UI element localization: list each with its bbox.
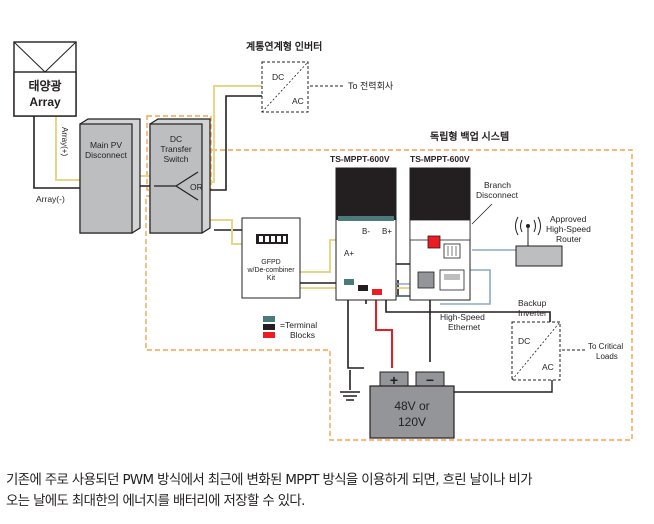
- standalone-system-boundary: [145, 149, 633, 441]
- terminal-legend-label-1: =Terminal: [280, 320, 317, 330]
- pv-array-label-ko: 태양광: [28, 78, 61, 93]
- b-minus-label: B-: [362, 227, 370, 236]
- grid-inverter-title: 계통연계형 인버터: [246, 40, 322, 53]
- backup-label-1: Backup: [518, 298, 547, 308]
- inverter-dc-label: DC: [272, 72, 284, 82]
- system-wiring-diagram: 태양광 Array Array(+) Array(-) Main PV Disc…: [13, 40, 633, 441]
- router-label-2: High-Speed: [546, 224, 591, 234]
- inverter-ac-label: AC: [292, 96, 304, 106]
- main-pv-label-1: Main PV: [90, 140, 122, 150]
- backup-dc-label: DC: [518, 336, 530, 346]
- caption-line-1: 기존에 주로 사용되던 PWM 방식에서 최근에 변화된 MPPT 방식을 이용…: [6, 473, 533, 488]
- battery-label-1: 48V or: [394, 399, 429, 413]
- critical-loads-label-2: Loads: [596, 352, 618, 361]
- router-label-1: Approved: [550, 214, 587, 224]
- router-label-3: Router: [556, 234, 582, 244]
- charge-controller-2: [409, 167, 471, 301]
- dc-transfer-label-2: Transfer: [160, 144, 192, 154]
- critical-loads-label-1: To Critical: [588, 342, 623, 351]
- dc-transfer-label-1: DC: [170, 134, 182, 144]
- battery-plus-label: +: [390, 372, 398, 388]
- main-pv-disconnect: Main PV Disconnect: [79, 118, 141, 234]
- gfpd-label-3: Kit: [267, 275, 275, 282]
- backup-ac-label: AC: [542, 362, 554, 372]
- router: [515, 216, 563, 267]
- backup-inverter: DC AC: [511, 321, 561, 381]
- backup-label-2: Inverter: [518, 308, 547, 318]
- controller-1-label: TS-MPPT-600V: [330, 154, 390, 164]
- b-plus-label: B+: [382, 227, 392, 236]
- main-pv-label-2: Disconnect: [85, 150, 128, 160]
- battery-minus-label: −: [426, 372, 434, 388]
- branch-label-2: Disconnect: [476, 190, 519, 200]
- battery-label-2: 120V: [398, 415, 426, 429]
- array-minus-label: Array(-): [36, 194, 65, 204]
- to-utility-label: To 전력회사: [348, 80, 394, 91]
- gfpd-kit: GFPD w/De-combiner Kit: [241, 217, 301, 299]
- branch-label-1: Branch: [484, 180, 511, 190]
- terminal-block-red: [372, 289, 382, 295]
- array-plus-label: Array(+): [60, 127, 69, 156]
- ethernet-label-2: Ethernet: [448, 322, 481, 332]
- or-label: OR: [190, 182, 203, 192]
- controller-2-label: TS-MPPT-600V: [410, 154, 470, 164]
- caption: 기존에 주로 사용되던 PWM 방식에서 최근에 변화된 MPPT 방식을 이용…: [6, 470, 650, 512]
- dc-transfer-switch: DC Transfer Switch OR: [149, 118, 211, 234]
- pv-array: 태양광 Array: [13, 41, 77, 117]
- dc-transfer-label-3: Switch: [163, 154, 188, 164]
- gfpd-label-1: GFPD: [261, 259, 280, 266]
- gfpd-label-2: w/De-combiner: [246, 267, 295, 274]
- terminal-block-teal: [344, 279, 354, 285]
- grid-tie-inverter: DC AC: [261, 61, 309, 113]
- terminal-legend: =Terminal Blocks: [263, 316, 317, 340]
- charge-controller-1: B- B+ A+: [335, 167, 397, 301]
- terminal-legend-label-2: Blocks: [290, 330, 315, 340]
- caption-line-2: 오는 날에도 최대한의 에너지를 배터리에 저장할 수 있다.: [6, 494, 305, 509]
- a-plus-label: A+: [344, 249, 354, 258]
- terminal-block-black: [358, 285, 368, 291]
- ethernet-label-1: High-Speed: [440, 312, 485, 322]
- standalone-title: 독립형 백업 시스템: [430, 130, 509, 143]
- battery: + − 48V or 120V: [369, 371, 455, 439]
- pv-array-label-en: Array: [29, 95, 61, 109]
